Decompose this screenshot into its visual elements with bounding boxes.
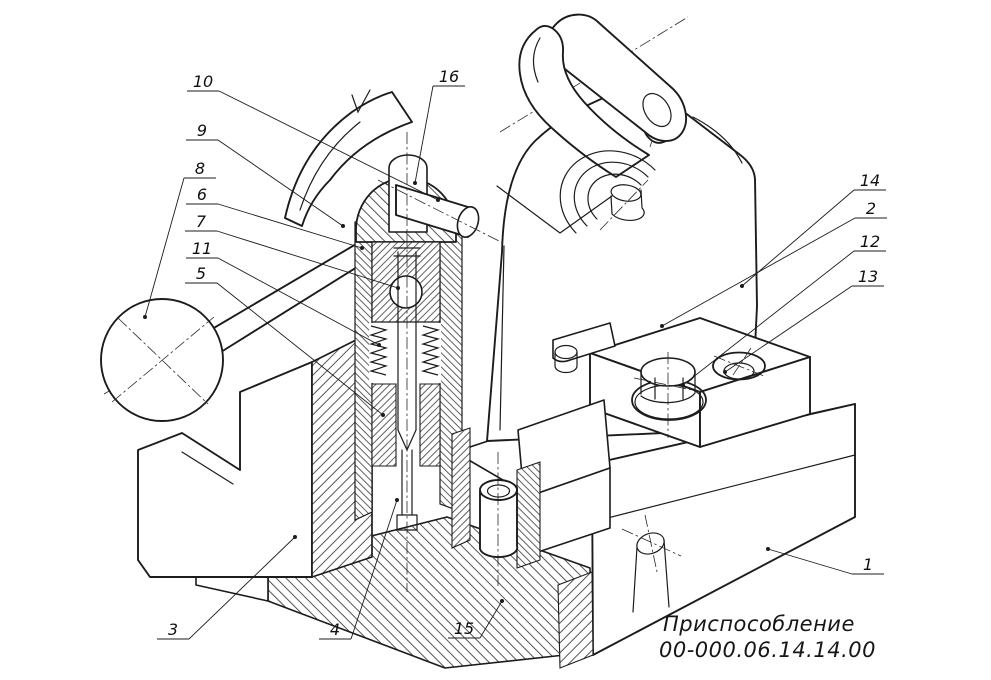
callout-number-10: 10 [193, 72, 213, 91]
leader-line-16 [414, 85, 434, 184]
leader-dot-4 [395, 498, 399, 502]
base-slot [632, 532, 670, 613]
leader-line-3 [188, 536, 296, 640]
leader-line-11 [217, 257, 380, 346]
leader-dot-11 [377, 343, 381, 347]
leader-line-5 [216, 282, 384, 416]
callout-number-14: 14 [860, 171, 880, 190]
leader-dot-14 [740, 284, 744, 288]
leader-line-7 [216, 230, 399, 289]
plunger-rod [393, 247, 421, 431]
callout-number-9: 9 [197, 121, 207, 140]
leader-line-13 [724, 285, 853, 373]
leader-line-9 [217, 139, 344, 227]
leader-line-6 [217, 203, 363, 249]
callout-number-8: 8 [195, 159, 205, 178]
pin-pocket [451, 399, 611, 586]
leader-dot-10 [436, 198, 440, 202]
drawing-title: Приспособление [663, 612, 855, 636]
leader-dot-1 [766, 547, 770, 551]
callout-number-7: 7 [196, 212, 207, 231]
clamp-lobe [518, 24, 650, 178]
locating-pin [479, 487, 519, 559]
callout-number-11: 11 [192, 239, 212, 258]
detent-ball [389, 275, 423, 309]
leader-line-15 [479, 600, 503, 639]
leader-dot-8 [143, 315, 147, 319]
roller [546, 13, 687, 142]
callout-number-16: 16 [439, 67, 459, 86]
plunger-column [354, 132, 504, 592]
leader-line-1 [767, 548, 853, 575]
title-block: Приспособление 00-000.06.14.14.00 [659, 612, 876, 662]
callout-number-1: 1 [863, 555, 873, 574]
right-block [552, 317, 811, 448]
leader-dot-7 [396, 286, 400, 290]
clamp-heel [552, 322, 616, 363]
leader-dot-9 [341, 224, 345, 228]
callout-number-6: 6 [197, 185, 207, 204]
callout-number-12: 12 [860, 232, 880, 251]
leader-dot-2 [660, 324, 664, 328]
drawing-number: 00-000.06.14.14.00 [659, 638, 876, 662]
leader-dot-6 [360, 246, 364, 250]
leader-line-2 [661, 217, 856, 327]
callout-number-2: 2 [866, 199, 876, 218]
leader-line-10 [218, 90, 439, 201]
leader-dot-13 [723, 370, 727, 374]
callout-number-4: 4 [330, 620, 340, 639]
clamp-arm [496, 13, 689, 234]
callout-number-3: 3 [168, 620, 178, 639]
leader-line-14 [741, 189, 855, 287]
leader-dot-3 [293, 535, 297, 539]
leader-dot-5 [381, 413, 385, 417]
callout-number-5: 5 [196, 264, 206, 283]
leader-line-4 [350, 499, 398, 640]
curved-link [284, 89, 413, 227]
leader-dot-12 [681, 383, 685, 387]
leader-dot-15 [500, 599, 504, 603]
leader-dot-16 [413, 181, 417, 185]
handle-lever [100, 223, 399, 422]
callout-number-15: 15 [454, 619, 474, 638]
callout-number-13: 13 [858, 267, 878, 286]
leader-line-12 [682, 250, 855, 386]
leader-line-8 [144, 177, 185, 318]
